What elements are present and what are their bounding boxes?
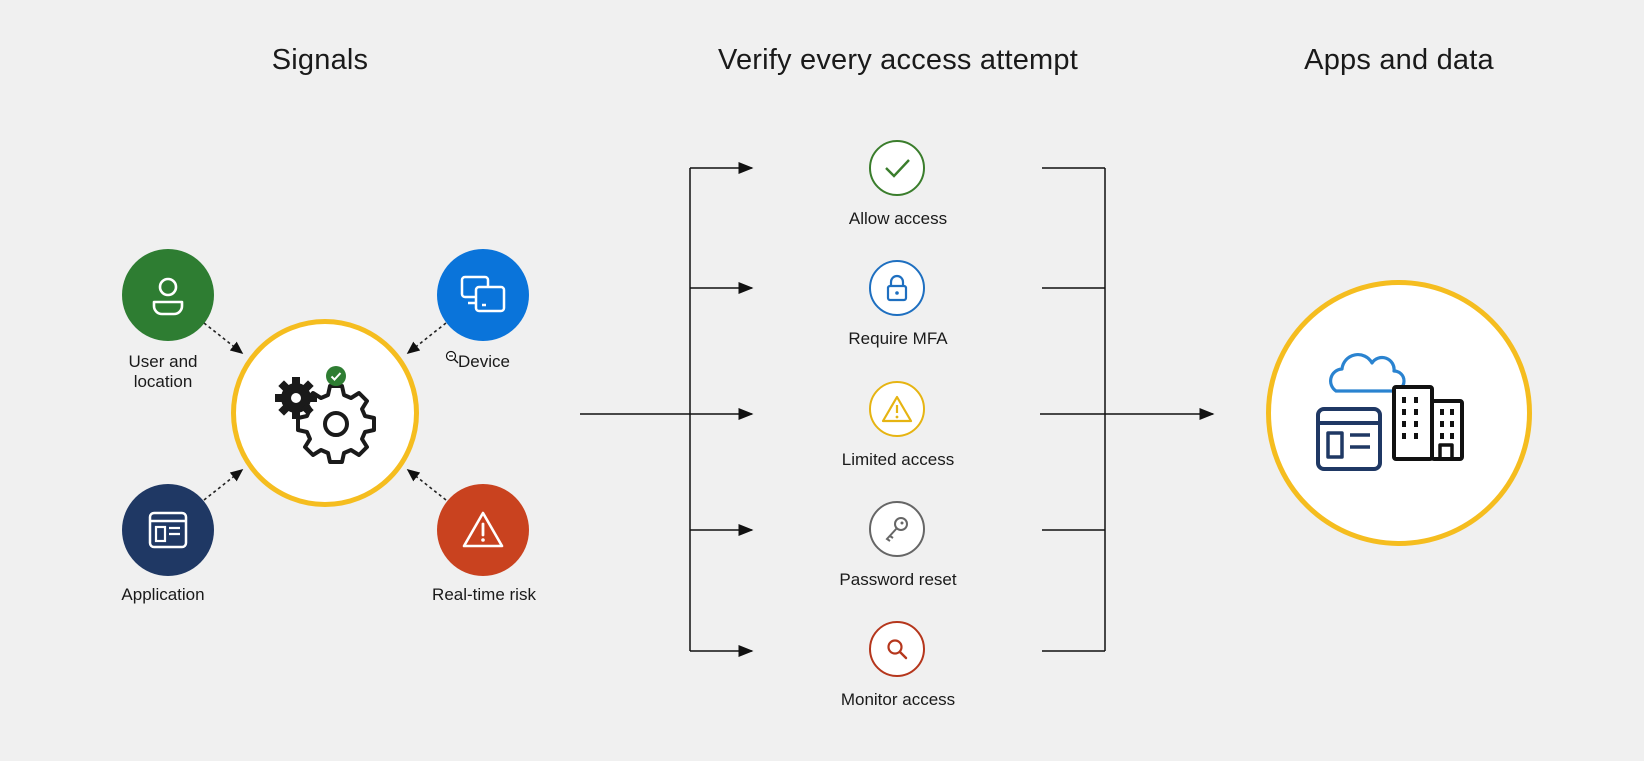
monitor-access-label: Monitor access (840, 690, 956, 709)
application-node (122, 484, 214, 576)
merge-lines (1042, 167, 1105, 652)
limited-access-circle (869, 381, 925, 437)
verify-heading: Verify every access attempt (718, 44, 1078, 76)
search-icon (887, 639, 908, 660)
cloud-icon (1329, 353, 1406, 393)
apps-data-icon (1316, 353, 1464, 471)
user-icon (152, 277, 184, 316)
branch-arrows (690, 162, 754, 657)
signal-arrows (203, 322, 447, 501)
require-mfa-circle (869, 260, 925, 316)
real-time-risk-node (437, 484, 529, 576)
policy-engine-hub (231, 319, 419, 507)
building-icon (1392, 385, 1464, 461)
signals-heading: Signals (271, 44, 369, 76)
application-arrow (203, 469, 244, 501)
lock-icon (886, 274, 908, 302)
password-reset-label: Password reset (839, 570, 957, 589)
monitor-access-circle (869, 621, 925, 677)
zoom-out-cursor-icon (445, 350, 459, 364)
risk-arrow (406, 469, 447, 501)
user-location-node (122, 249, 214, 341)
apps-heading: Apps and data (1304, 44, 1494, 76)
user-location-label: User and location (128, 352, 198, 391)
real-time-risk-label: Real-time risk (432, 585, 536, 604)
app-window-icon (1316, 407, 1382, 471)
device-label: Device (458, 352, 510, 371)
device-node (437, 249, 529, 341)
check-icon (885, 159, 910, 178)
gears-icon (275, 377, 376, 464)
user-arrow (203, 322, 244, 354)
apps-and-data-hub (1266, 280, 1532, 546)
check-badge-icon (326, 366, 346, 386)
allow-access-circle (869, 140, 925, 196)
device-arrow (406, 322, 447, 354)
require-mfa-label: Require MFA (848, 329, 948, 348)
allow-access-label: Allow access (848, 209, 948, 228)
application-label: Application (121, 585, 205, 604)
warning-icon (881, 395, 913, 423)
device-icon (460, 275, 506, 313)
password-reset-circle (869, 501, 925, 557)
limited-access-label: Limited access (841, 450, 955, 469)
warning-icon (462, 511, 504, 548)
application-icon (148, 511, 188, 549)
key-icon (885, 517, 908, 542)
